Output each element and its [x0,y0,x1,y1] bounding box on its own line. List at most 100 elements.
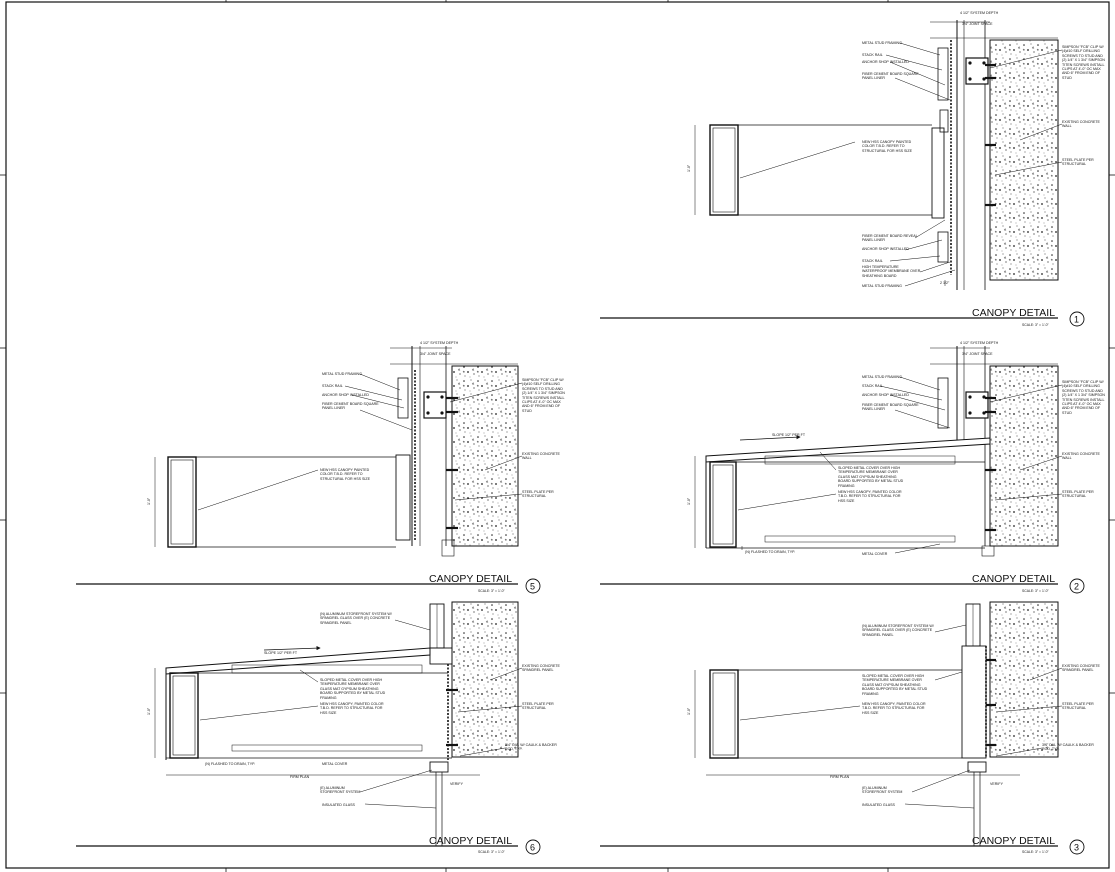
note-steel-plate: STEEL PLATE PER STRUCTURAL [1062,490,1094,499]
note-storefront: (N) ALUMINUM STOREFRONT SYSTEM W/ SPANDR… [320,612,392,625]
steel-clip [423,391,447,419]
note-simpson-clip: SIMPSON "FCB" CLIP W/ (4)#10 SELF DRILLI… [522,378,565,413]
note-system-depth: 4 1/2" SYSTEM DEPTH [420,341,459,345]
note-existing-wall: EXISTING CONCRETE WALL [1062,120,1100,129]
note-anchor-clip: ANCHOR SHOP INSTALLED [862,247,909,251]
concrete-wall [989,365,1059,547]
detail-title-1: CANOPY DETAIL [972,307,1055,319]
note-verify: VERIFY [990,782,1004,786]
note-firm-plan: FIRM PLAN [290,775,310,779]
note-stack-rail: STACK RAIL [322,384,343,388]
note-existing-spandrel: EXISTING CONCRETE SPANDREL PANEL [522,664,560,673]
note-high-temp: HIGH TEMPERATURE WATERPROOF MEMBRANE OVE… [862,265,921,278]
detail-number-3: 3 [1074,843,1079,853]
note-existing-wall: EXISTING CONCRETE WALL [1062,452,1100,461]
dim-height: 1'-0" [687,497,691,505]
detail-2: SLOPE 1/2" PER FT 1'-0" 4 1/2" SYSTEM DE… [600,341,1105,594]
detail-5: 1'-0" 4 1/2" SYSTEM DEPTH 3/4" JOINT SPA… [76,341,565,594]
concrete-wall [989,601,1059,758]
note-metal-cover: METAL COVER [322,762,348,766]
concrete-wall [451,365,519,547]
hss-canopy [709,669,739,759]
sheet-border [5,1,1110,869]
note-steel-plate: STEEL PLATE PER STRUCTURAL [522,702,554,711]
note-caulk: 3/4" DIA. W/ CAULK & BACKER ROD, TYP. [505,743,557,752]
note-metal-cover: METAL COVER [862,552,888,556]
note-caulk: 3/4" DIA. W/ CAULK & BACKER ROD, TYP. [1042,743,1094,752]
note-fiber-cement: FIBER CEMENT BOARD SQUARE PANEL LINER [862,72,919,81]
steel-clip [965,57,989,85]
hss-canopy [709,124,739,216]
note-insulated-glass: INSULATED GLASS [862,803,895,807]
note-verify: VERIFY [450,782,464,786]
detail-number-bubble [1069,839,1085,855]
note-insulated-glass: INSULATED GLASS [322,803,355,807]
detail-scale-3: SCALE: 3" = 1'-0" [1022,850,1050,854]
note-system-depth: 4 1/2" SYSTEM DEPTH [960,341,999,345]
note-sloped-cover: SLOPED METAL COVER OVER HIGH TEMPERATURE… [862,674,928,696]
concrete-wall [989,39,1059,281]
detail-3: 1'-0" (N) ALUMINUM STOREFRONT SYSTEM W/ … [600,601,1100,855]
dim-height: 1'-0" [687,707,691,715]
note-anchor-shop: ANCHOR SHOP INSTALLED [862,393,909,397]
detail-6: SLOPE 1/2" PER FT 1'-0" (N) ALUMINUM STO… [76,601,560,855]
dim-small: 2 1/2" [940,281,950,285]
note-weep: (N) FLASHED TO DRAIN, TYP. [205,762,255,766]
detail-1: 1'-0" 2 1/2" 4 1/2" SYSTEM DEPTH 3/4" JO… [600,11,1105,327]
note-metal-stud: METAL STUD FRAMING [322,372,362,376]
hss-canopy [167,456,197,548]
note-existing-spandrel: EXISTING CONCRETE SPANDREL PANEL [1062,664,1100,673]
detail-scale-6: SCALE: 3" = 1'-0" [478,850,506,854]
dim-height: 1'-0" [147,707,151,715]
note-new-hss: NEW HSS CANOPY PAINTED COLOR T.B.D. REFE… [862,140,912,153]
sloped-metal-cover [165,647,431,675]
note-system-depth: 4 1/2" SYSTEM DEPTH [960,11,999,15]
detail-title-3: CANOPY DETAIL [972,835,1055,847]
note-new-hss: NEW HSS CANOPY, PAINTED COLOR T.B.D. REF… [862,702,926,715]
note-fiber-cement: FIBER CEMENT BOARD SQUARE PANEL LINER [862,403,919,412]
detail-title-2: CANOPY DETAIL [972,573,1055,585]
note-anchor-shop: ANCHOR SHOP INSTALLED [862,60,909,64]
note-joint-space: 3/4" JOINT SPACE [962,22,993,26]
note-metal-stud-2: METAL STUD FRAMING [862,284,902,288]
note-weep: (N) FLASHED TO DRAIN, TYP. [745,550,795,554]
note-storefront-2: (E) ALUMINUM STOREFRONT SYSTEM [320,786,361,795]
sloped-metal-cover [705,437,991,463]
note-slope: SLOPE 1/2" PER FT [264,651,298,655]
steel-clip [965,391,989,419]
note-steel-plate: STEEL PLATE PER STRUCTURAL [522,490,554,499]
note-storefront-2: (E) ALUMINUM STOREFRONT SYSTEM [862,786,903,795]
detail-number-bubble [1069,311,1085,327]
detail-number-2: 2 [1074,582,1079,592]
note-storefront: (N) ALUMINUM STOREFRONT SYSTEM W/ SPANDR… [862,624,934,637]
note-joint-space: 3/4" JOINT SPACE [420,352,451,356]
note-steel-plate: STEEL PLATE PER STRUCTURAL [1062,158,1094,167]
note-new-hss: NEW HSS CANOPY PAINTED COLOR T.B.D. REFE… [320,468,370,481]
detail-scale-1: SCALE: 3" = 1'-0" [1022,323,1050,327]
detail-title-5: CANOPY DETAIL [429,573,512,585]
detail-title-6: CANOPY DETAIL [429,835,512,847]
note-metal-stud: METAL STUD FRAMING [862,41,902,45]
note-stack-rail-2: STACK RAIL [862,259,883,263]
note-joint-space: 3/4" JOINT SPACE [962,352,993,356]
note-existing-wall: EXISTING CONCRETE WALL [522,452,560,461]
note-fiber-cement: FIBER CEMENT BOARD SQUARE PANEL LINER [322,402,379,411]
dim-height: 1'-0" [147,497,151,505]
detail-number-1: 1 [1074,315,1079,325]
note-fiber-cement-2: FIBER CEMENT BOARD REVEAL PANEL LINER [862,234,918,243]
storefront-head [429,761,449,773]
note-stack-rail: STACK RAIL [862,384,883,388]
note-firm-plan: FIRM PLAN [830,775,850,779]
note-slope: SLOPE 1/2" PER FT [772,433,806,437]
concrete-wall [451,601,519,758]
note-simpson-clip: SIMPSON "FCB" CLIP W/ (4)#10 SELF DRILLI… [1062,380,1105,415]
hss-canopy [709,461,737,548]
note-steel-plate: STEEL PLATE PER STRUCTURAL [1062,702,1094,711]
note-anchor-shop: ANCHOR SHOP INSTALLED [322,393,369,397]
note-sloped-cover: SLOPED METAL COVER OVER HIGH TEMPERATURE… [320,678,386,700]
storefront-head [967,761,987,773]
note-metal-stud: METAL STUD FRAMING [862,375,902,379]
note-sloped-cover: SLOPED METAL COVER OVER HIGH TEMPERATURE… [838,466,904,488]
